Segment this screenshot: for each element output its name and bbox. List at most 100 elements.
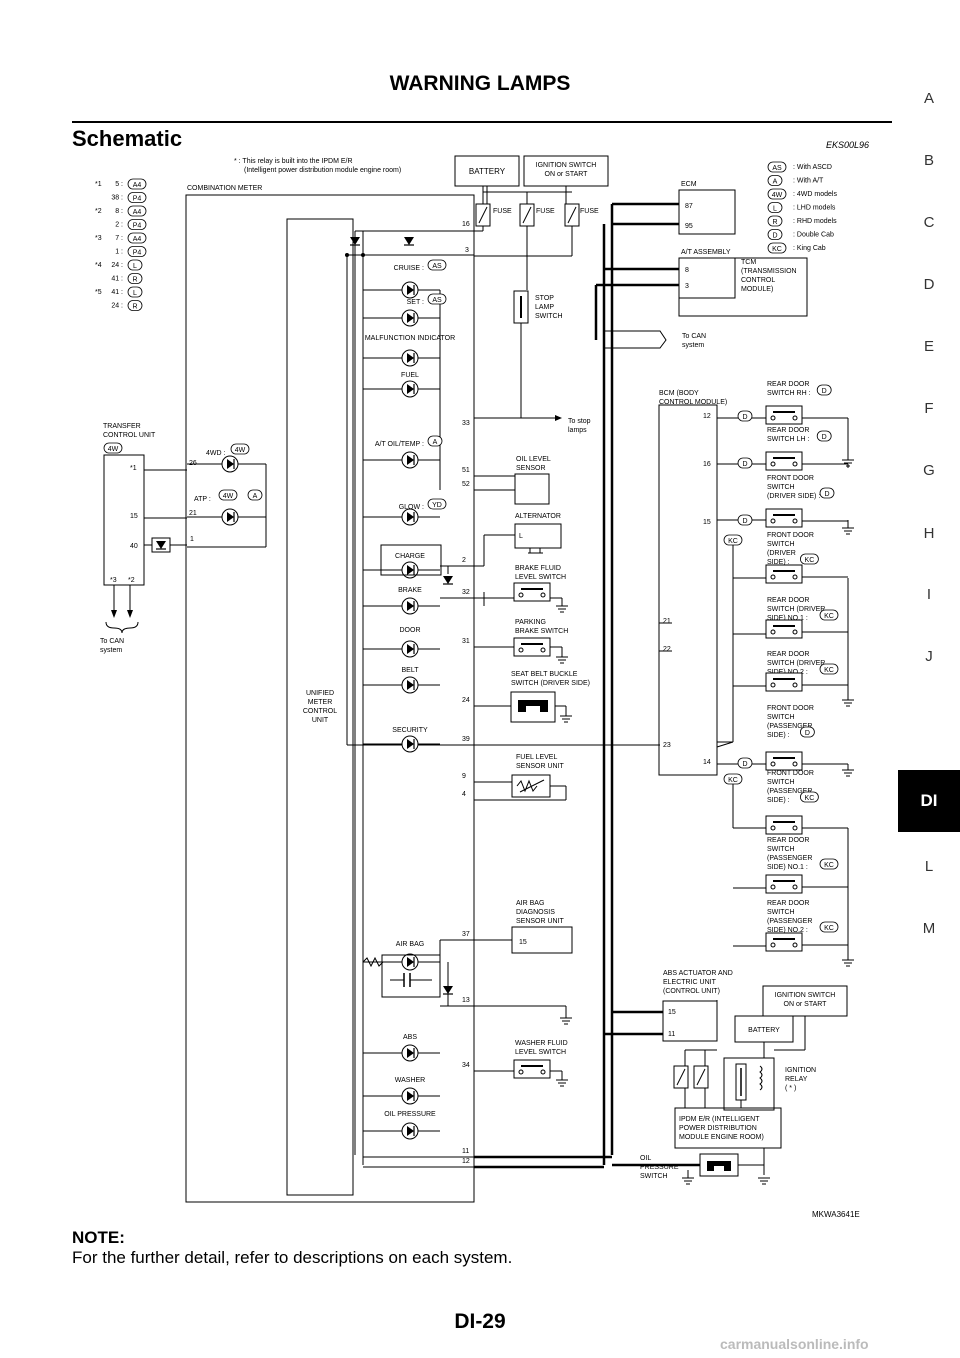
oil-pressure-label: OIL xyxy=(640,1155,651,1162)
legend-code-tag-label: L xyxy=(773,206,777,213)
switch-terminal-icon xyxy=(518,592,524,598)
side-tab-g[interactable]: G xyxy=(923,462,935,479)
stop-lamp-switch xyxy=(513,290,529,324)
door-switch-label: SIDE) NO.1 : xyxy=(767,864,808,871)
door-switch-label: SWITCH xyxy=(767,779,795,786)
diode-icon xyxy=(156,541,166,549)
to-stop-lamps-label: To stop xyxy=(568,418,591,425)
fuel-level-sensor xyxy=(511,774,551,798)
switch-terminal-icon xyxy=(540,647,546,653)
side-tab-l[interactable]: L xyxy=(924,858,934,875)
junction-dot xyxy=(345,253,349,257)
side-tab-j[interactable]: J xyxy=(925,648,933,665)
door-switch-label: SWITCH xyxy=(767,909,795,916)
switch-terminal-icon xyxy=(792,761,798,767)
door-switch-icon xyxy=(765,751,803,771)
transfer-label: TRANSFER xyxy=(103,423,141,430)
washer-fluid-label: LEVEL SWITCH xyxy=(515,1049,566,1056)
alternator-box xyxy=(514,523,562,549)
pin-number: 11 xyxy=(462,1148,469,1155)
lamp-label: SECURITY xyxy=(392,727,428,734)
side-tab-b[interactable]: B xyxy=(923,152,934,169)
lamp-code-tag xyxy=(427,498,447,510)
battery-box xyxy=(454,155,520,187)
page-header-title: WARNING LAMPS xyxy=(389,72,571,95)
pin-note-code-label: P4 xyxy=(133,250,142,257)
diode-triangle-icon xyxy=(227,512,234,522)
combination-meter-box xyxy=(185,194,475,1203)
door-switch-label: SWITCH xyxy=(767,846,795,853)
section-title: Schematic xyxy=(72,126,183,151)
side-tab-e[interactable]: E xyxy=(923,338,934,355)
resistor-icon xyxy=(516,779,545,793)
door-switch-label: SIDE) NO.1 : xyxy=(767,615,808,622)
switch-terminal-icon xyxy=(792,682,798,688)
door-switch-label: SWITCH xyxy=(767,714,795,721)
alternator-ground-icon xyxy=(528,548,543,554)
to-can-label: To CAN xyxy=(682,333,706,340)
switch-terminal-icon xyxy=(792,574,798,580)
side-tab-d[interactable]: D xyxy=(923,276,935,293)
bcm-code-tag-label: D xyxy=(742,461,747,468)
ecm-box xyxy=(678,189,736,235)
pin-number: 15 xyxy=(668,1009,676,1016)
switch-terminal-icon xyxy=(540,592,546,598)
seat-belt-label: SWITCH (DRIVER SIDE) xyxy=(511,680,590,687)
legend-description: : 4WD models xyxy=(793,191,837,198)
to-can-label: To CAN xyxy=(100,638,124,645)
side-tab-di[interactable]: DI xyxy=(898,770,960,832)
pin-note-code-label: P4 xyxy=(133,196,142,203)
pin-number: 15 xyxy=(703,519,711,526)
switch-terminal-icon xyxy=(770,761,776,767)
diode-triangle-icon xyxy=(407,601,414,611)
ground-icon xyxy=(560,1017,572,1025)
ground-icon xyxy=(560,715,572,723)
door-switch-label: (DRIVER SIDE) : xyxy=(767,493,820,500)
door-switch-code-tag xyxy=(800,791,819,803)
side-tab-f[interactable]: F xyxy=(924,400,934,417)
door-switch-label: SWITCH (DRIVER xyxy=(767,660,825,667)
relay-note: * : This relay is built into the IPDM E/… xyxy=(234,158,353,165)
bcm-code-tag xyxy=(737,514,753,526)
lamp-label: GLOW : xyxy=(399,504,424,511)
ground-icon xyxy=(842,527,854,535)
pin-number: 37 xyxy=(462,931,470,938)
pin-note-code xyxy=(127,286,143,298)
lamp-label: ATP : xyxy=(194,496,211,503)
legend-description: : Double Cab xyxy=(793,232,834,239)
pin-note-code xyxy=(127,259,143,271)
switch-terminal-icon xyxy=(518,647,524,653)
header-rule xyxy=(72,121,892,123)
legend-code-tag xyxy=(767,175,783,186)
ignition-switch-label: ON or START xyxy=(784,1001,828,1008)
side-tab-m[interactable]: M xyxy=(922,920,936,937)
switch-terminal-icon xyxy=(770,825,776,831)
transfer-control-unit xyxy=(103,454,145,586)
oil-level-label: OIL LEVEL xyxy=(516,456,551,463)
door-switch-icon xyxy=(765,405,803,425)
pin-number: L xyxy=(519,533,523,540)
fuel-level-label: FUEL LEVEL xyxy=(516,754,557,761)
to-can-label: system xyxy=(682,342,704,349)
ground-icon xyxy=(556,656,568,664)
ipdm-box xyxy=(674,1107,782,1149)
side-tab-c[interactable]: C xyxy=(923,214,935,231)
pin-number: 23 xyxy=(663,742,671,749)
airbag-diagnosis-unit xyxy=(511,926,573,954)
ground-icon xyxy=(556,605,568,613)
pin-number: 51 xyxy=(462,467,470,474)
door-switch-code-tag-label: D xyxy=(822,434,827,441)
lamp-label: WASHER xyxy=(395,1077,425,1084)
pin-number: 16 xyxy=(703,461,711,468)
switch-terminal-icon xyxy=(792,825,798,831)
bcm-code-tag xyxy=(737,457,753,469)
side-tab-h[interactable]: H xyxy=(923,525,935,542)
door-switch-code-tag-label: KC xyxy=(805,795,815,802)
side-tab-i[interactable]: I xyxy=(926,586,932,603)
unified-meter-label: METER xyxy=(308,699,333,706)
side-tab-a[interactable]: A xyxy=(923,90,934,107)
lamp-code-tag-label: 4W xyxy=(223,493,234,500)
pin-number: 34 xyxy=(462,1062,470,1069)
pin-note-mark: *4 xyxy=(95,262,102,269)
